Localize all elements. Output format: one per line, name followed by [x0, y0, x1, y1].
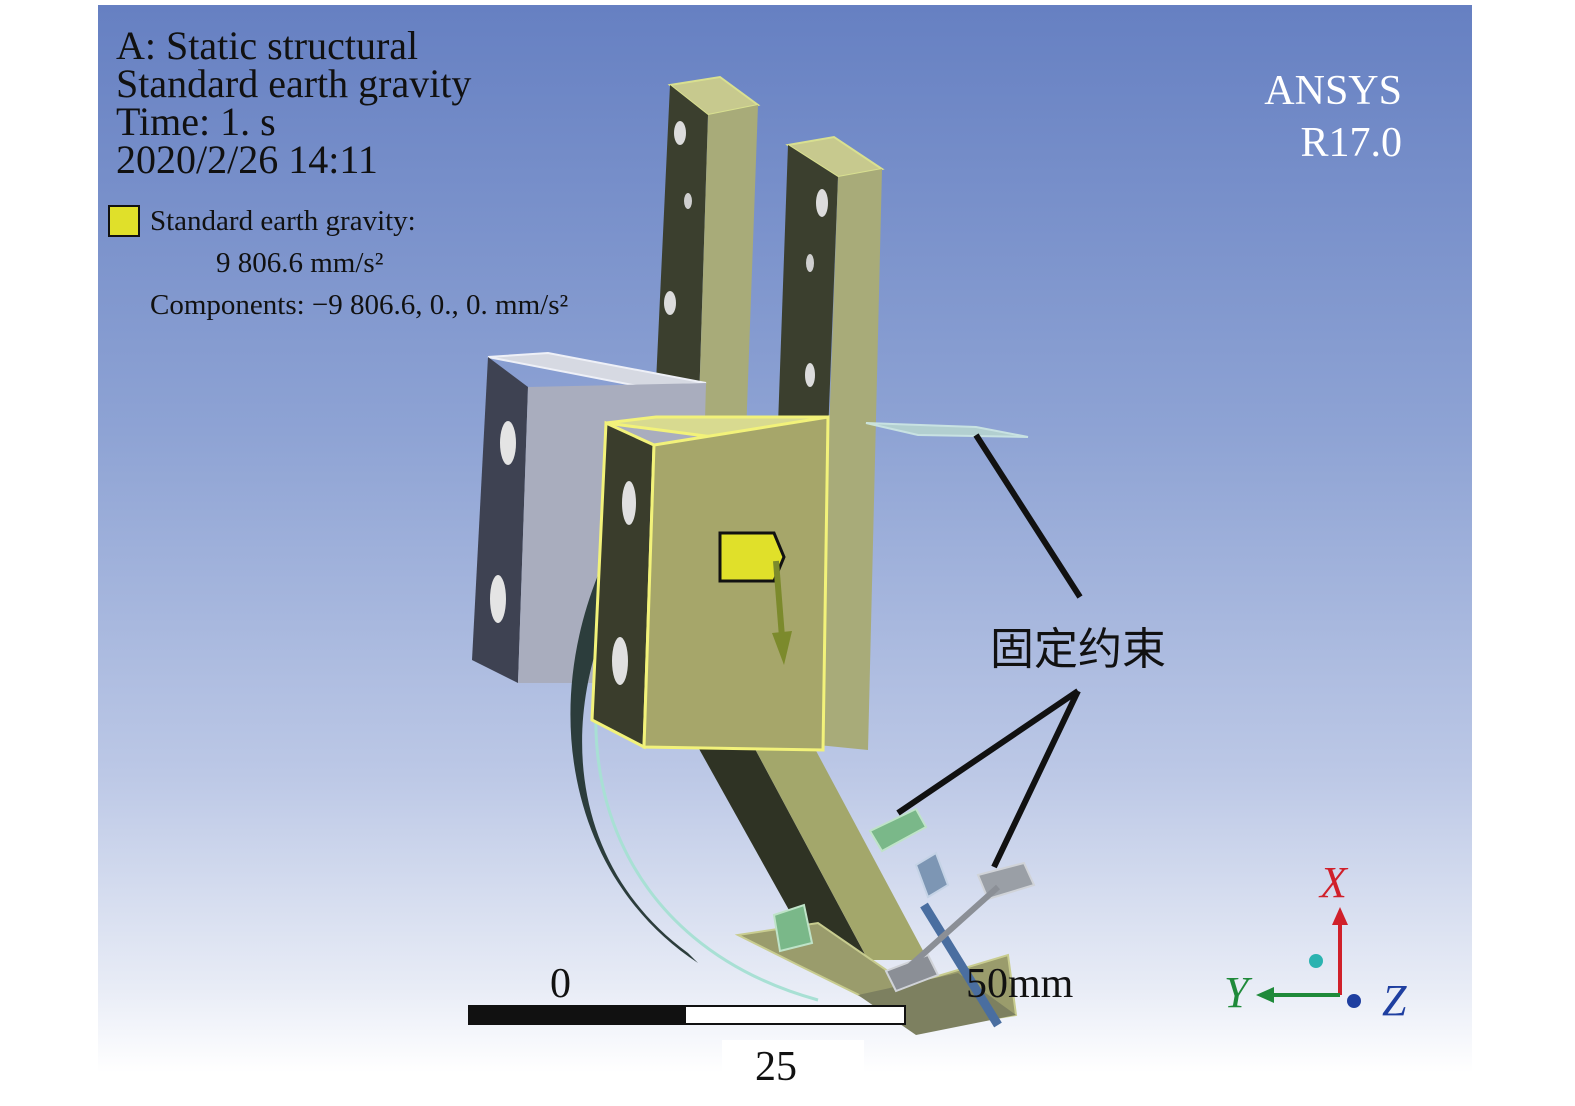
x-axis-label: X	[1320, 858, 1347, 907]
y-axis-label: Y	[1224, 968, 1249, 1017]
brand-version: R17.0	[1300, 120, 1402, 166]
legend-components: Components: −9 806.6, 0., 0. mm/s²	[150, 289, 569, 321]
scale-end-label: 50mm	[966, 961, 1074, 1007]
load-title: Standard earth gravity	[116, 61, 472, 106]
time-label: Time: 1. s	[116, 99, 276, 144]
scale-bar	[468, 1005, 906, 1025]
graphics-viewport[interactable]: A: Static structural Standard earth grav…	[98, 5, 1472, 1073]
legend-magnitude: 9 806.6 mm/s²	[216, 247, 384, 279]
model-geometry[interactable]	[98, 5, 1472, 1073]
scale-start-label: 0	[550, 961, 571, 1007]
scale-mid-label: 25	[755, 1044, 797, 1090]
z-axis-label: Z	[1382, 976, 1407, 1025]
legend-swatch	[108, 205, 140, 237]
legend-label: Standard earth gravity:	[150, 205, 416, 237]
analysis-title: A: Static structural	[116, 23, 419, 68]
brand-name: ANSYS	[1264, 68, 1402, 114]
coordinate-triad[interactable]	[1248, 895, 1388, 1025]
z-axis-point	[1347, 994, 1361, 1008]
fixed-support-annotation: 固定约束	[990, 624, 1166, 675]
timestamp-label: 2020/2/26 14:11	[116, 137, 378, 182]
